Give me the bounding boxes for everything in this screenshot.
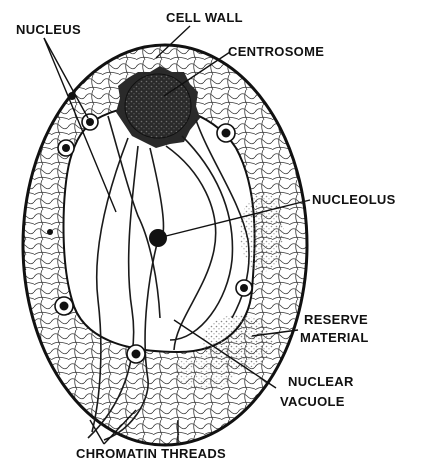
label-chromatin-threads: CHROMATIN THREADS	[76, 446, 226, 461]
label-reserve: RESERVE	[304, 312, 368, 327]
label-nucleolus: NUCLEOLUS	[312, 192, 396, 207]
label-nuclear: NUCLEAR	[288, 374, 354, 389]
label-material: MATERIAL	[300, 330, 369, 345]
label-centrosome: CENTROSOME	[228, 44, 324, 59]
reserve-material-region-lower	[175, 354, 235, 390]
label-cell-wall: CELL WALL	[166, 10, 243, 25]
nucleolus	[149, 229, 167, 247]
centrosome	[125, 74, 191, 138]
label-nucleus: NUCLEUS	[16, 22, 81, 37]
label-vacuole: VACUOLE	[280, 394, 345, 409]
